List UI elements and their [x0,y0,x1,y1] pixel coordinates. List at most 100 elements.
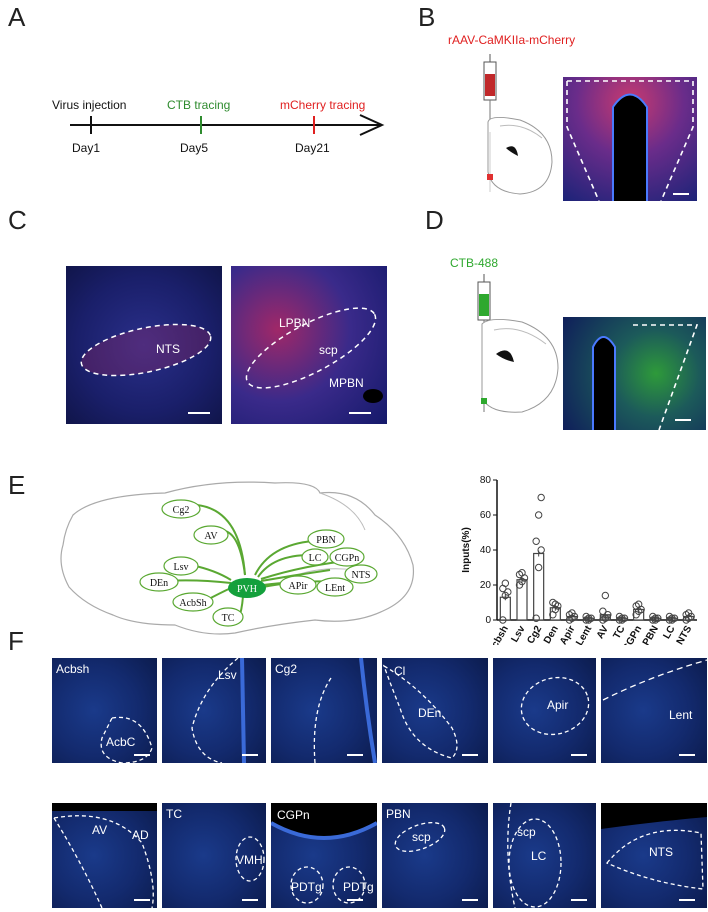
data-point [501,579,510,587]
data-point [668,614,676,622]
node-lent [316,577,354,597]
tile-label: AcbC [106,735,136,749]
node-av [193,525,229,545]
y-axis-label: Inputs(%) [461,527,472,573]
tile-label: Cl [394,664,406,678]
tile-lent: Lent [601,658,707,763]
tile-label: PDTg [291,880,322,894]
y-tick-label: 20 [480,580,492,591]
data-point [537,493,545,502]
tile-label: AV [92,823,108,837]
node-nts [344,564,378,584]
virus-label: rAAV-CaMKIIa-mCherry [448,33,576,47]
tile-label: scp [412,830,431,844]
scale-bar [462,754,478,756]
node-pbn [307,529,345,549]
node-label-apir: APir [289,581,309,592]
node-apir [279,575,317,595]
tile-pbn: PBN scp [382,803,488,908]
day-label-1: Day1 [72,141,101,155]
lpbn-label: LPBN [279,316,311,330]
injection-site-image [563,77,697,201]
data-point [568,609,576,617]
tile-av: AV AD [52,803,157,908]
mpbn-label: MPBN [329,376,364,390]
scale-bar [679,899,695,901]
x-tick-label: Acbsh [486,624,511,645]
node-label-nts: NTS [352,570,371,581]
panel-letter-a: A [8,2,26,32]
data-point [534,563,543,572]
scale-bar [571,899,587,901]
node-label-av: AV [204,531,218,542]
tracer-label: CTB-488 [450,256,499,270]
brain-section-injection-b [483,54,553,195]
node-label-pbn: PBN [316,535,335,546]
tile-label: LC [531,849,547,863]
panel-letter-b: B [418,2,436,32]
panel-letter-f: F [8,626,24,656]
x-tick-label: AV [595,624,611,641]
x-tick-label: Lent [574,623,594,645]
x-tick-label: TC [611,624,627,641]
data-point [620,614,629,622]
tile-label: PBN [386,807,411,821]
data-point [551,600,560,608]
tile-label: Cg2 [275,662,298,676]
y-tick-label: 0 [485,615,491,626]
tile-label: CGPn [277,808,310,822]
data-point [587,614,595,622]
scale-bar [188,412,210,414]
timeline-axis [70,114,385,136]
scale-bar [242,899,258,901]
data-point [601,591,610,600]
tile-lsv: Lsv [162,658,266,763]
tile-nts: NTS [601,803,707,908]
scale-bar [673,193,689,195]
node-lsv [163,556,199,576]
node-acbsh [172,592,214,612]
data-point [651,614,660,622]
inputs-bar-chart: 020406080Inputs(%)AcbshLsvCg2DenApirLent… [461,475,697,645]
event-label-virus: Virus injection [52,98,127,112]
tile-lc: scp LC [493,803,596,908]
tile-den: Cl DEn [382,658,488,763]
tile-label: DEn [418,706,442,720]
tile-label: AD [132,828,149,842]
tile-label: Lent [669,708,693,722]
tile-label: PDTg [343,880,374,894]
scale-bar [349,412,371,414]
y-tick-label: 40 [480,545,492,556]
data-point [654,614,662,622]
scale-bar [347,754,363,756]
scale-bar [679,754,695,756]
nts-image: NTS [66,266,222,424]
node-label-cg2: Cg2 [173,505,190,516]
node-label-acbsh: AcbSh [179,598,206,609]
data-point [604,611,612,619]
scp-label: scp [319,343,338,357]
node-cg2 [161,499,201,519]
panel-letter-d: D [425,205,444,235]
x-tick-label: Cg2 [525,624,544,645]
tile-apir: Apir [493,658,596,763]
node-pvh [228,578,266,598]
tile-acbsh: Acbsh AcbC [52,658,157,763]
tile-tc: TC VMH [162,803,266,908]
scale-bar [347,899,363,901]
tile-label: scp [517,825,536,839]
x-tick-label: NTS [675,624,695,645]
data-point [670,614,679,622]
node-lc [301,548,329,566]
event-label-mcherry: mCherry tracing [280,98,366,112]
data-point [504,588,512,596]
data-point [634,600,643,608]
data-point [537,546,545,554]
scale-bar [134,899,150,901]
tile-label: Lsv [218,668,237,682]
pbn-image: LPBN scp MPBN [231,266,387,424]
y-tick-label: 60 [480,510,492,521]
scale-bar [134,754,150,756]
data-point [532,537,540,545]
x-tick-label: PBN [641,624,661,645]
